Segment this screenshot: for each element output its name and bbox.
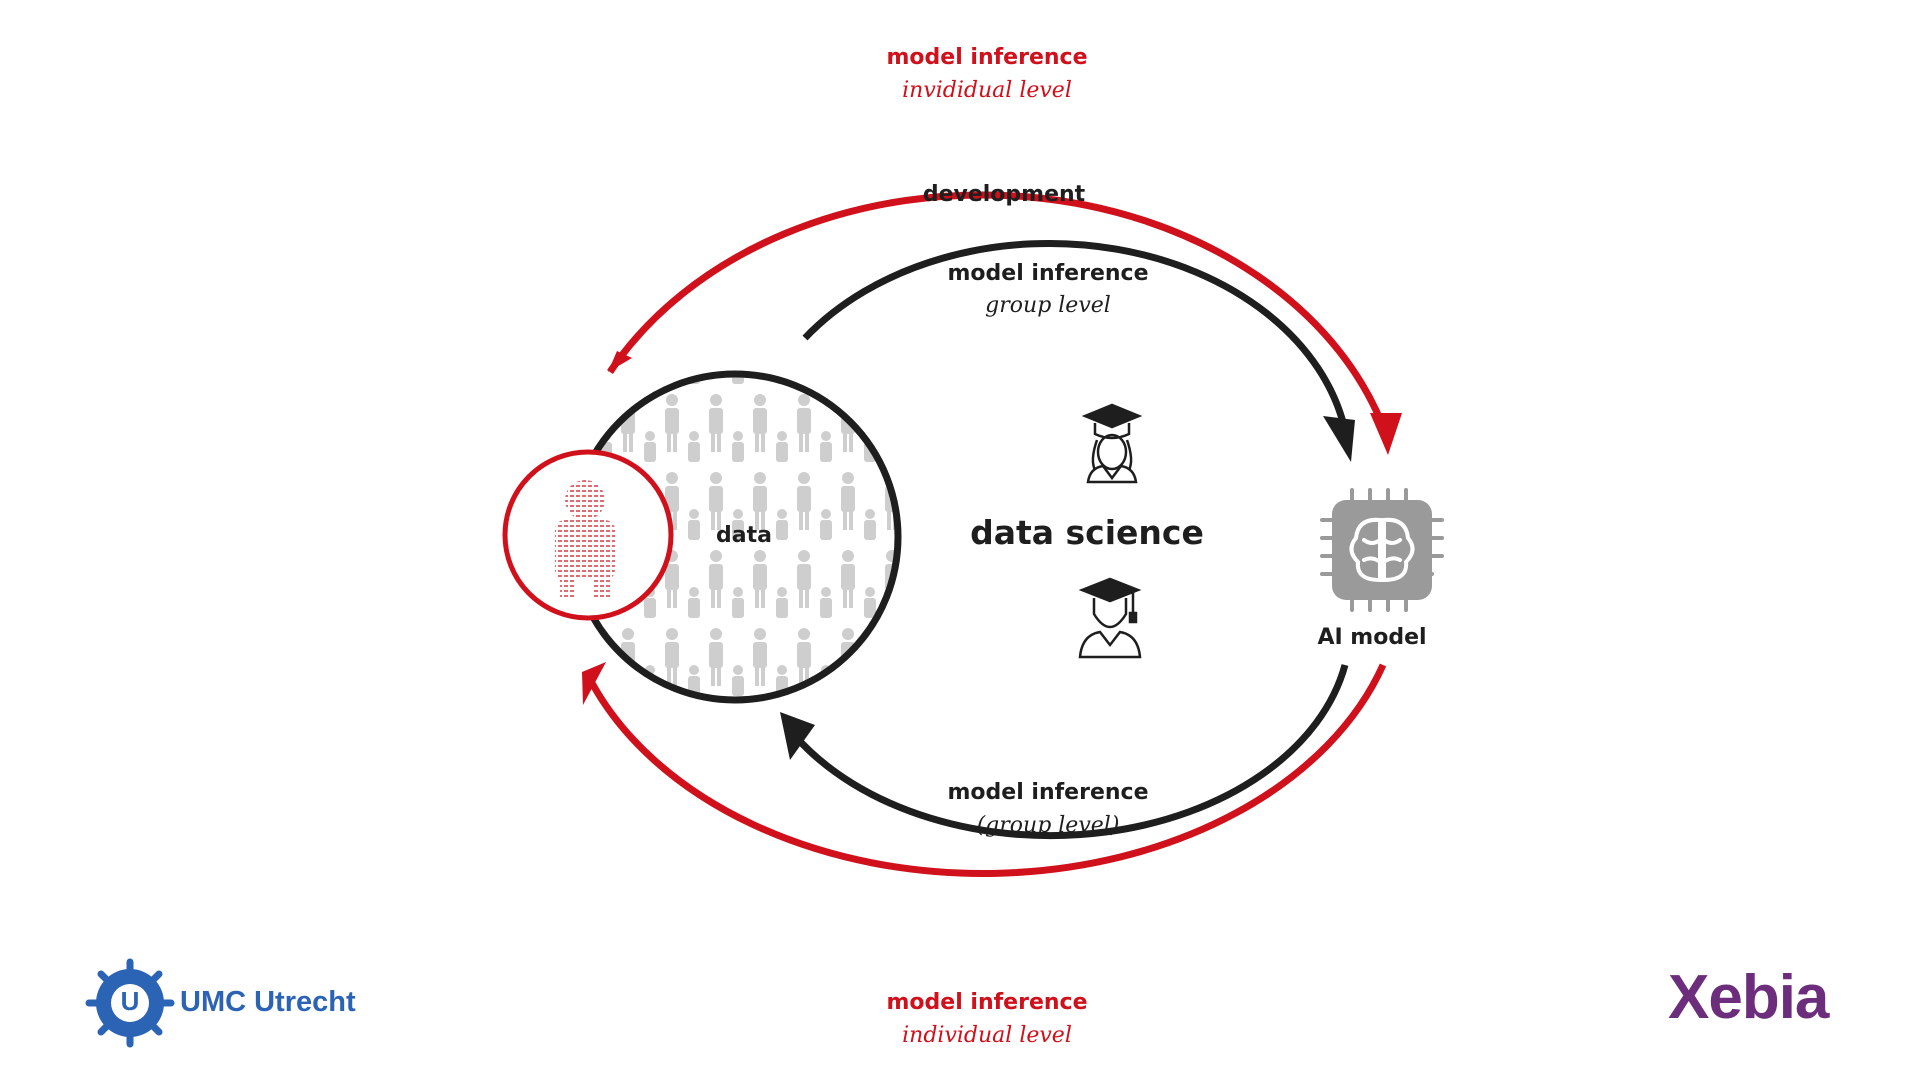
xebia-logo: Xebia: [1668, 963, 1829, 1032]
top-mid-title: model inference: [947, 261, 1149, 286]
top-inner-title: development: [922, 182, 1086, 207]
outer-red-top-arc: [607, 191, 1392, 442]
top-outer-title: model inference: [886, 45, 1088, 70]
center-title: data science: [970, 513, 1204, 552]
bottom-inner-subtitle: (group level): [976, 813, 1120, 838]
inner-black-top-arc: [802, 239, 1349, 431]
inner-black-top-arrowhead: [1323, 416, 1355, 462]
umc-logo-letter: U: [120, 986, 140, 1016]
umc-logo-mark: [85, 958, 175, 1048]
bottom-outer-subtitle: individual level: [902, 1023, 1072, 1048]
bottom-outer-title: model inference: [886, 990, 1088, 1015]
top-mid-subtitle: group level: [985, 293, 1111, 318]
inner-black-bottom-arc: [793, 664, 1349, 840]
graduate-man-icon: [1078, 577, 1142, 659]
bottom-inner-title: model inference: [947, 780, 1149, 805]
data-circle: [568, 370, 902, 704]
outer-red-bottom-arc: [588, 663, 1387, 877]
outer-red-top-arrowhead-left: [608, 351, 632, 372]
individual-circle: [502, 449, 674, 621]
data-label: data: [716, 523, 772, 548]
outer-red-bottom-arrowhead: [582, 662, 606, 705]
ai-chip-brain-icon: [1320, 488, 1444, 612]
umc-utrecht-logo: UMC Utrecht: [180, 986, 356, 1018]
inner-black-bottom-arrowhead: [780, 712, 815, 760]
outer-red-top-arrowhead-right: [1370, 413, 1402, 455]
graduate-woman-icon: [1081, 403, 1143, 484]
person-pattern-icon: [555, 480, 615, 600]
ai-model-label: AI model: [1317, 625, 1427, 650]
top-outer-subtitle: invididual level: [902, 78, 1072, 103]
